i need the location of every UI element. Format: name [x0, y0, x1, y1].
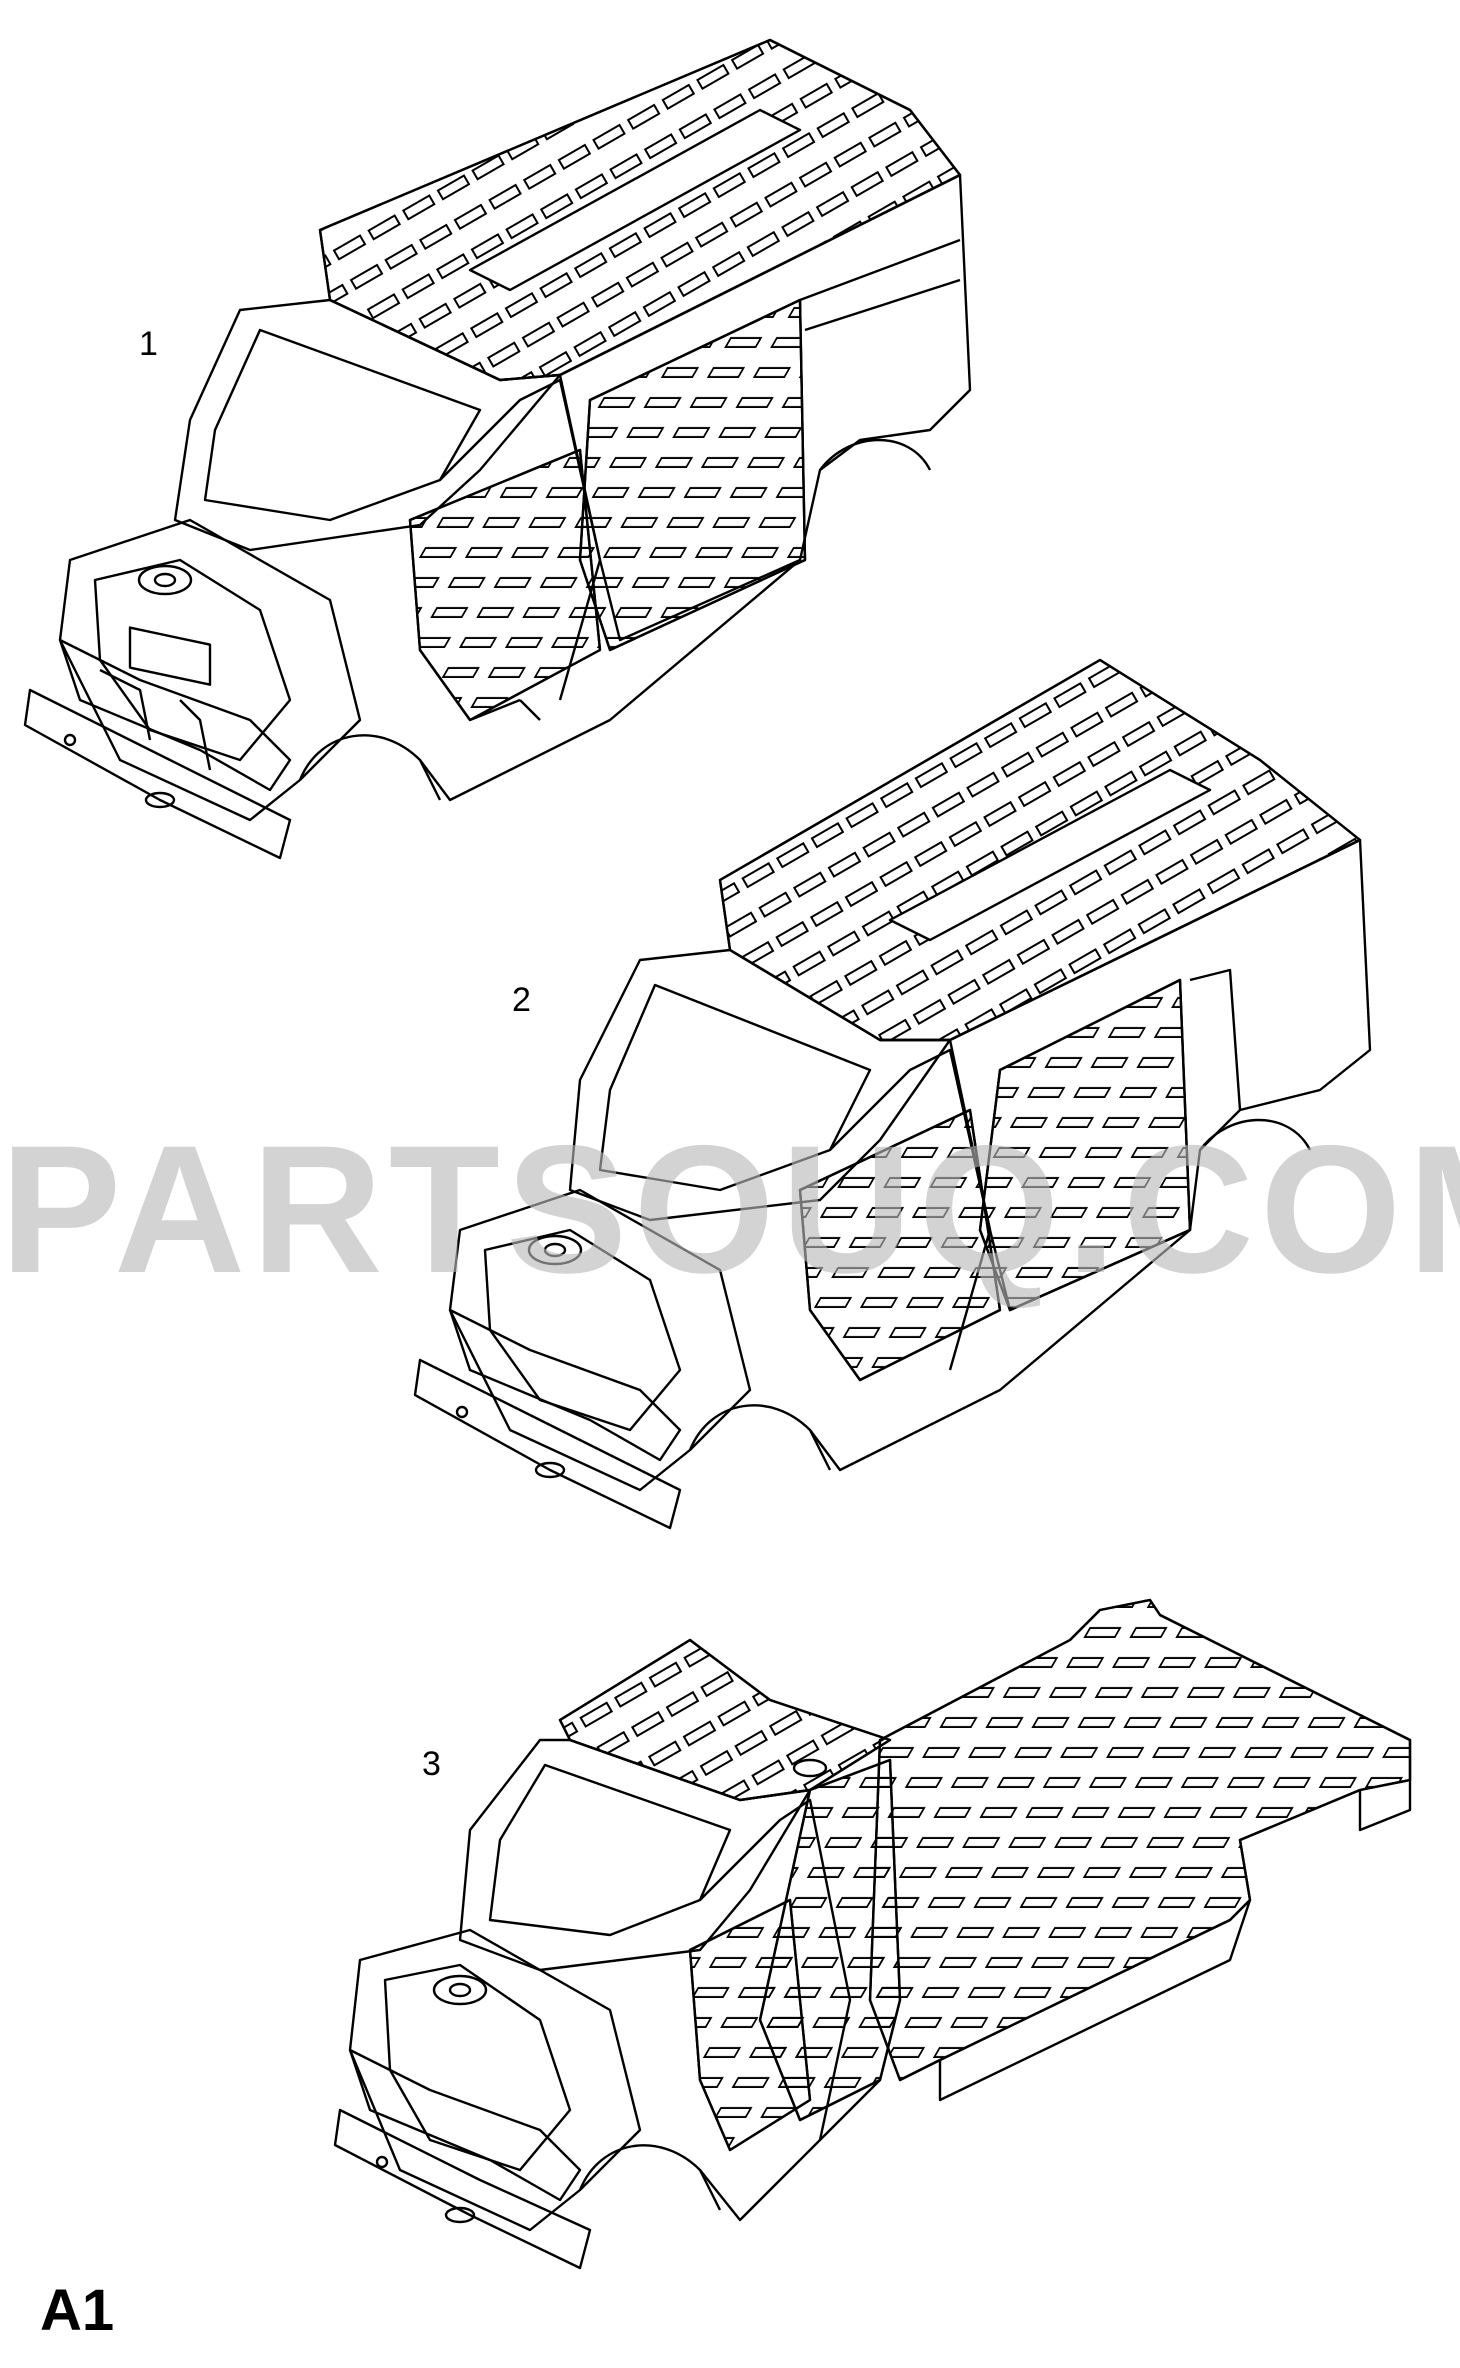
van1-windshield-frame — [173, 298, 562, 552]
van1-cab-floor — [408, 448, 602, 722]
watermark-text: PARTSOUQ.COM — [0, 1107, 1460, 1311]
van1-strut-mount — [137, 564, 193, 596]
callout-3: 3 — [422, 1745, 441, 1783]
van3-front-structure — [348, 1928, 642, 2232]
van3-cab-roof — [558, 1638, 892, 1802]
van-body-1 — [23, 38, 972, 860]
callout-1: 1 — [139, 325, 158, 363]
callout-2: 2 — [512, 981, 531, 1019]
sheet-label: A1 — [40, 2278, 115, 2343]
van1-bumper-beam — [23, 688, 292, 860]
van3-bumper-beam — [333, 2108, 592, 2270]
van3-strut-mount — [432, 1974, 488, 2006]
van2-bumper-beam — [413, 1358, 682, 1530]
van3-windshield-frame — [458, 1738, 812, 1972]
van1-roof-strip — [468, 108, 802, 292]
van-body-2 — [413, 658, 1372, 1530]
van-body-3 — [333, 1598, 1412, 2270]
van2-roof-strip — [888, 768, 1212, 942]
van2-strut-mount — [527, 1234, 583, 1266]
van3-platform-floor — [868, 1598, 1412, 2082]
